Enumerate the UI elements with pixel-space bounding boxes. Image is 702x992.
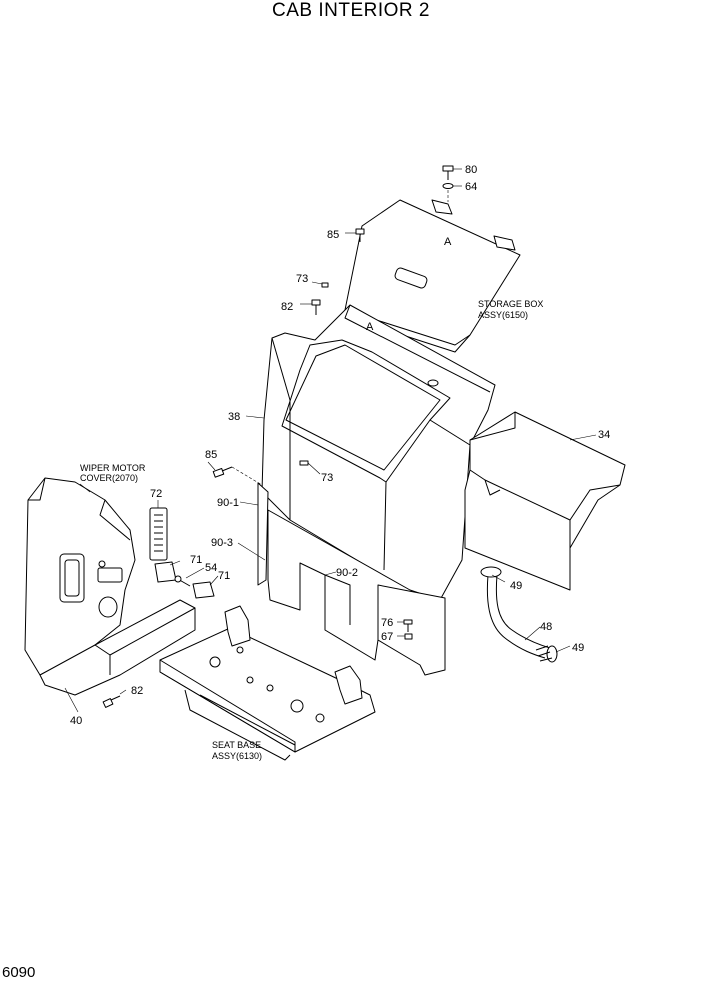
part-labels: 80 64 85 A 73 82 A STORAGE BOX ASSY(6150… (70, 164, 610, 761)
label-seat-base-2: ASSY(6130) (212, 751, 262, 761)
label-90-1: 90-1 (217, 497, 239, 509)
switch-72 (149, 500, 168, 561)
label-76: 76 (381, 617, 393, 629)
page-title: CAB INTERIOR 2 (272, 0, 430, 21)
nut-67 (397, 633, 413, 640)
screw-54 (174, 575, 191, 587)
label-85-mid: 85 (205, 449, 217, 461)
label-34: 34 (598, 429, 610, 441)
floor-trim-40 (39, 599, 196, 696)
washer-64 (442, 183, 462, 189)
label-67: 67 (381, 631, 393, 643)
drain-hose-48 (480, 566, 558, 663)
cover-plate-90-1 (257, 482, 269, 586)
label-wiper-1: WIPER MOTOR (80, 463, 146, 473)
label-49-b: 49 (572, 642, 584, 654)
bolt-82-top (300, 299, 321, 315)
label-71-b: 71 (218, 570, 230, 582)
seat-base (159, 605, 376, 761)
label-73-mid: 73 (321, 472, 333, 484)
storage-box-34 (464, 411, 626, 591)
label-wiper-2: COVER(2070) (80, 473, 138, 483)
label-38: 38 (228, 411, 240, 423)
label-54: 54 (205, 562, 217, 574)
bolt-76 (397, 619, 413, 632)
label-48: 48 (540, 621, 552, 633)
cover-plate-90-3 (377, 584, 446, 676)
page-number: 6090 (2, 964, 36, 981)
label-85-top: 85 (327, 229, 339, 241)
switch-71-left (154, 561, 177, 583)
label-90-3: 90-3 (211, 537, 233, 549)
label-40: 40 (70, 715, 82, 727)
label-49-a: 49 (510, 580, 522, 592)
bolt-85-top (345, 228, 365, 242)
label-72: 72 (150, 488, 162, 500)
label-storage-box-2: ASSY(6150) (478, 310, 528, 320)
label-A-panel: A (366, 321, 374, 333)
label-90-2: 90-2 (336, 567, 358, 579)
clip-73-top (311, 281, 329, 288)
label-82-bottom: 82 (131, 685, 143, 697)
label-A-lid: A (444, 236, 452, 248)
label-73-top: 73 (296, 273, 308, 285)
storage-box-lid (344, 199, 521, 353)
label-64: 64 (465, 181, 477, 193)
bolt-80 (442, 165, 462, 180)
label-82-top: 82 (281, 301, 293, 313)
label-seat-base-1: SEAT BASE (212, 740, 261, 750)
label-storage-box-1: STORAGE BOX (478, 299, 543, 309)
label-71-a: 71 (190, 554, 202, 566)
bolt-82-bottom (102, 689, 127, 708)
switch-71-right (192, 581, 215, 599)
leader-lines (64, 415, 597, 713)
label-80: 80 (465, 164, 477, 176)
wiper-motor-cover (24, 477, 136, 676)
clip-73-mid (299, 460, 321, 475)
bolt-85-mid (207, 461, 263, 486)
